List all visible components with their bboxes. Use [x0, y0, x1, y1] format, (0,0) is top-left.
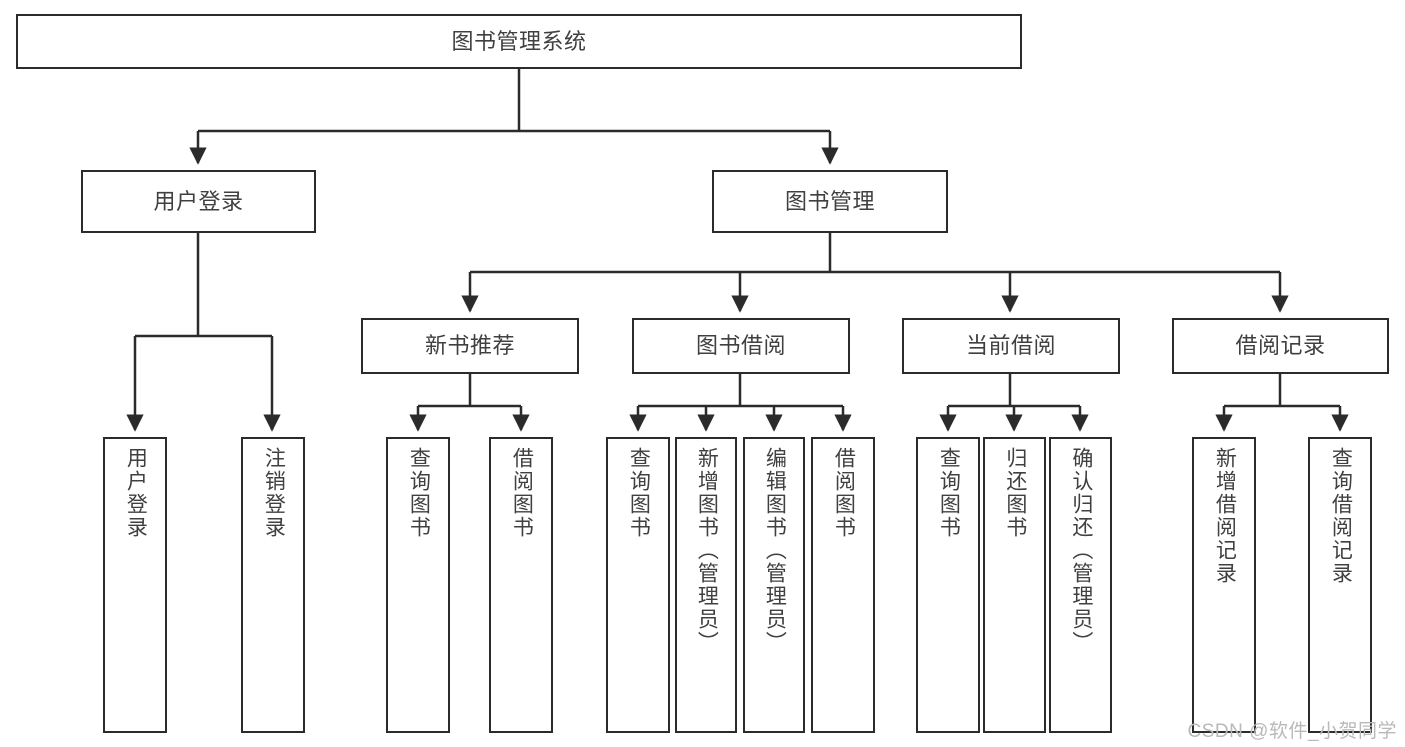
node-current-borrow[interactable]: 当前借阅 — [902, 318, 1120, 374]
node-leaf-edit-book[interactable]: 编辑图书（管理员） — [743, 437, 805, 733]
node-borrow-record[interactable]: 借阅记录 — [1172, 318, 1389, 374]
node-leaf-query-borrow-record[interactable]: 查询借阅记录 — [1308, 437, 1372, 733]
node-label: 图书管理系统 — [451, 28, 587, 54]
node-user-login[interactable]: 用户登录 — [81, 170, 316, 233]
node-label: 图书管理 — [784, 188, 875, 214]
node-label: 用户登录 — [153, 188, 244, 214]
node-leaf-logout-login[interactable]: 注销登录 — [241, 437, 305, 733]
node-label: 借阅记录 — [1235, 333, 1326, 359]
node-book-borrow[interactable]: 图书借阅 — [632, 318, 850, 374]
node-leaf-borrow-book-2[interactable]: 借阅图书 — [811, 437, 875, 733]
node-leaf-add-book[interactable]: 新增图书（管理员） — [675, 437, 737, 733]
node-new-book-recommend[interactable]: 新书推荐 — [361, 318, 579, 374]
node-label: 图书借阅 — [695, 333, 786, 359]
node-label: 确认归还（管理员） — [1069, 447, 1093, 654]
node-label: 当前借阅 — [965, 333, 1056, 359]
node-leaf-user-login[interactable]: 用户登录 — [103, 437, 167, 733]
node-label: 新增图书（管理员） — [695, 447, 719, 654]
node-leaf-return-book[interactable]: 归还图书 — [983, 437, 1046, 733]
node-label: 查询图书 — [407, 447, 431, 539]
node-book-management[interactable]: 图书管理 — [712, 170, 948, 233]
node-label: 查询图书 — [937, 447, 961, 539]
node-label: 新增借阅记录 — [1213, 447, 1237, 585]
node-root-system[interactable]: 图书管理系统 — [16, 14, 1022, 69]
node-leaf-add-borrow-record[interactable]: 新增借阅记录 — [1192, 437, 1256, 733]
node-leaf-borrow-book-1[interactable]: 借阅图书 — [489, 437, 553, 733]
node-label: 归还图书 — [1003, 447, 1027, 539]
node-label: 编辑图书（管理员） — [763, 447, 787, 654]
node-label: 借阅图书 — [510, 447, 534, 539]
node-label: 用户登录 — [124, 447, 148, 539]
node-label: 借阅图书 — [832, 447, 856, 539]
node-label: 新书推荐 — [424, 333, 515, 359]
node-label: 查询借阅记录 — [1329, 447, 1353, 585]
node-leaf-query-book-1[interactable]: 查询图书 — [386, 437, 450, 733]
csdn-watermark: CSDN @软件_小贺同学 — [1187, 721, 1397, 742]
node-label: 查询图书 — [627, 447, 651, 539]
node-leaf-query-book-2[interactable]: 查询图书 — [606, 437, 670, 733]
node-leaf-query-book-3[interactable]: 查询图书 — [916, 437, 980, 733]
node-label: 注销登录 — [262, 447, 286, 539]
node-leaf-confirm-return[interactable]: 确认归还（管理员） — [1049, 437, 1112, 733]
